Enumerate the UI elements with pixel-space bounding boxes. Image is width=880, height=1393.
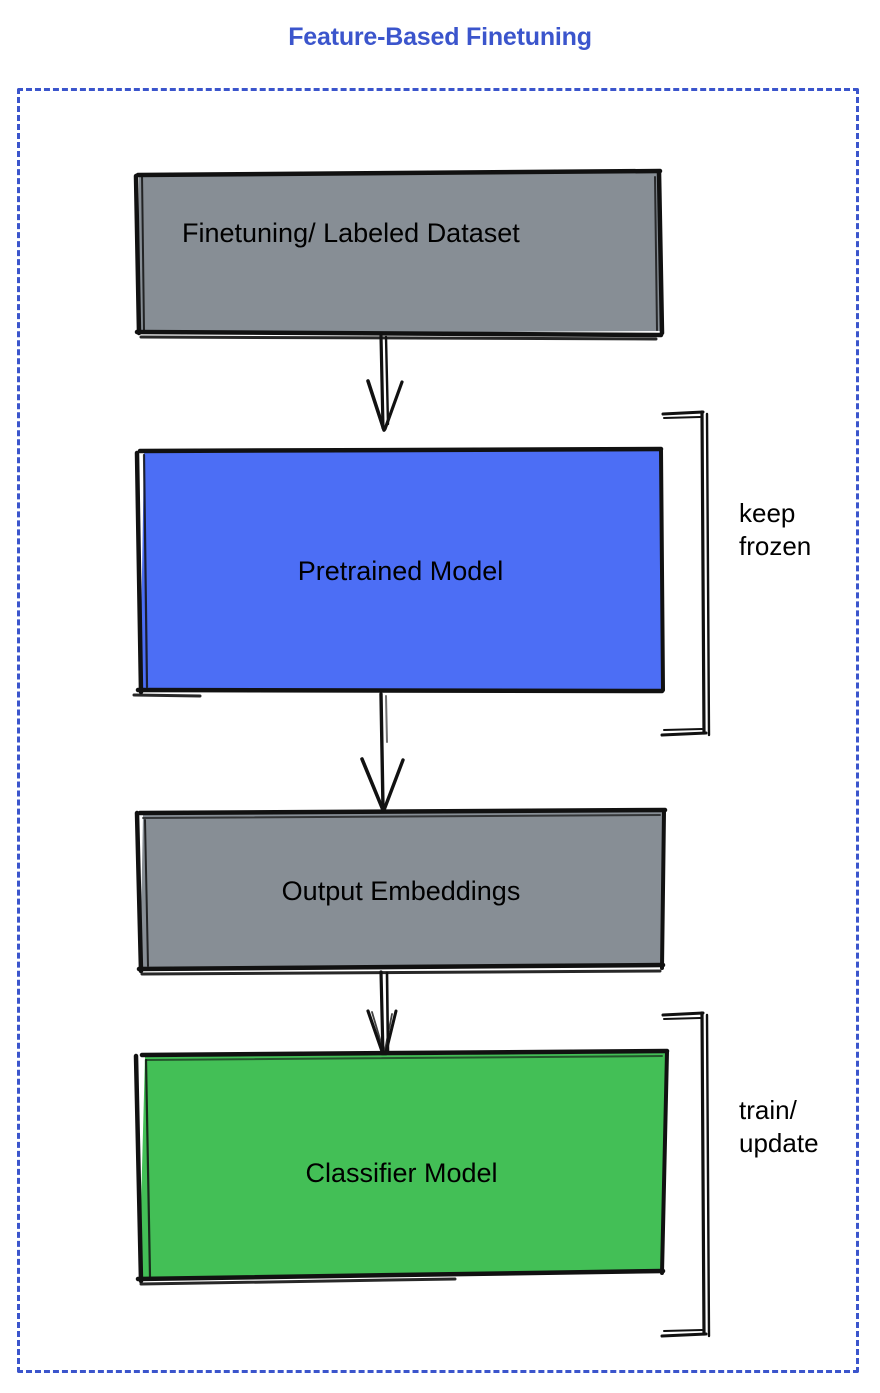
diagram-title: Feature-Based Finetuning <box>288 23 592 51</box>
node-output-embeddings-label: Output Embeddings <box>281 876 521 906</box>
node-dataset-label: Finetuning/ Labeled Dataset <box>182 218 520 248</box>
diagram-dashed-frame <box>17 88 859 1373</box>
node-pretrained-model-label: Pretrained Model <box>297 556 504 586</box>
node-dataset[interactable] <box>136 171 662 336</box>
annotation-train-update: train/ update <box>739 1095 819 1159</box>
node-classifier-model-label: Classifier Model <box>305 1158 498 1188</box>
annotation-keep-frozen: keep frozen <box>739 498 812 562</box>
